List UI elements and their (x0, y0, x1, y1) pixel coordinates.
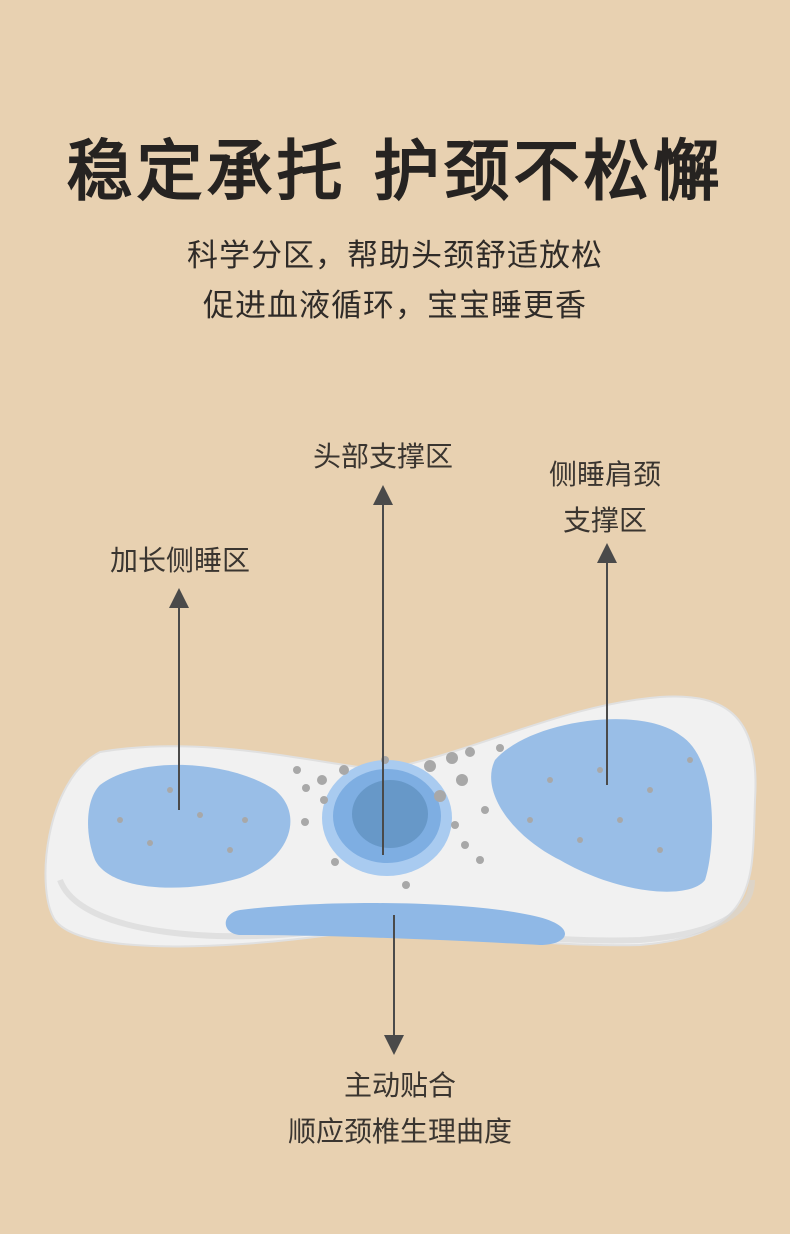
label-fit-line-2: 顺应颈椎生理曲度 (287, 1115, 512, 1148)
label-extended-side: 加长侧睡区 (109, 544, 250, 577)
subtitle-line-2: 促进血液循环，宝宝睡更香 (203, 288, 587, 324)
label-side-shoulder-neck: 侧睡肩颈 支撑区 (515, 452, 695, 544)
label-side-shoulder-line-1: 侧睡肩颈 (548, 458, 661, 491)
label-fit: 主动贴合 顺应颈椎生理曲度 (245, 1063, 555, 1155)
zone-right (491, 719, 713, 892)
zone-left (88, 764, 291, 888)
label-fit-line-1: 主动贴合 (343, 1069, 456, 1102)
subtitle-line-1: 科学分区，帮助头颈舒适放松 (187, 238, 603, 274)
label-head-support: 头部支撑区 (312, 440, 453, 473)
page-title: 稳定承托 护颈不松懈 (66, 133, 724, 210)
zone-center-inner (352, 780, 428, 848)
label-side-shoulder-line-2: 支撑区 (562, 504, 647, 537)
zone-bottom (225, 903, 565, 945)
